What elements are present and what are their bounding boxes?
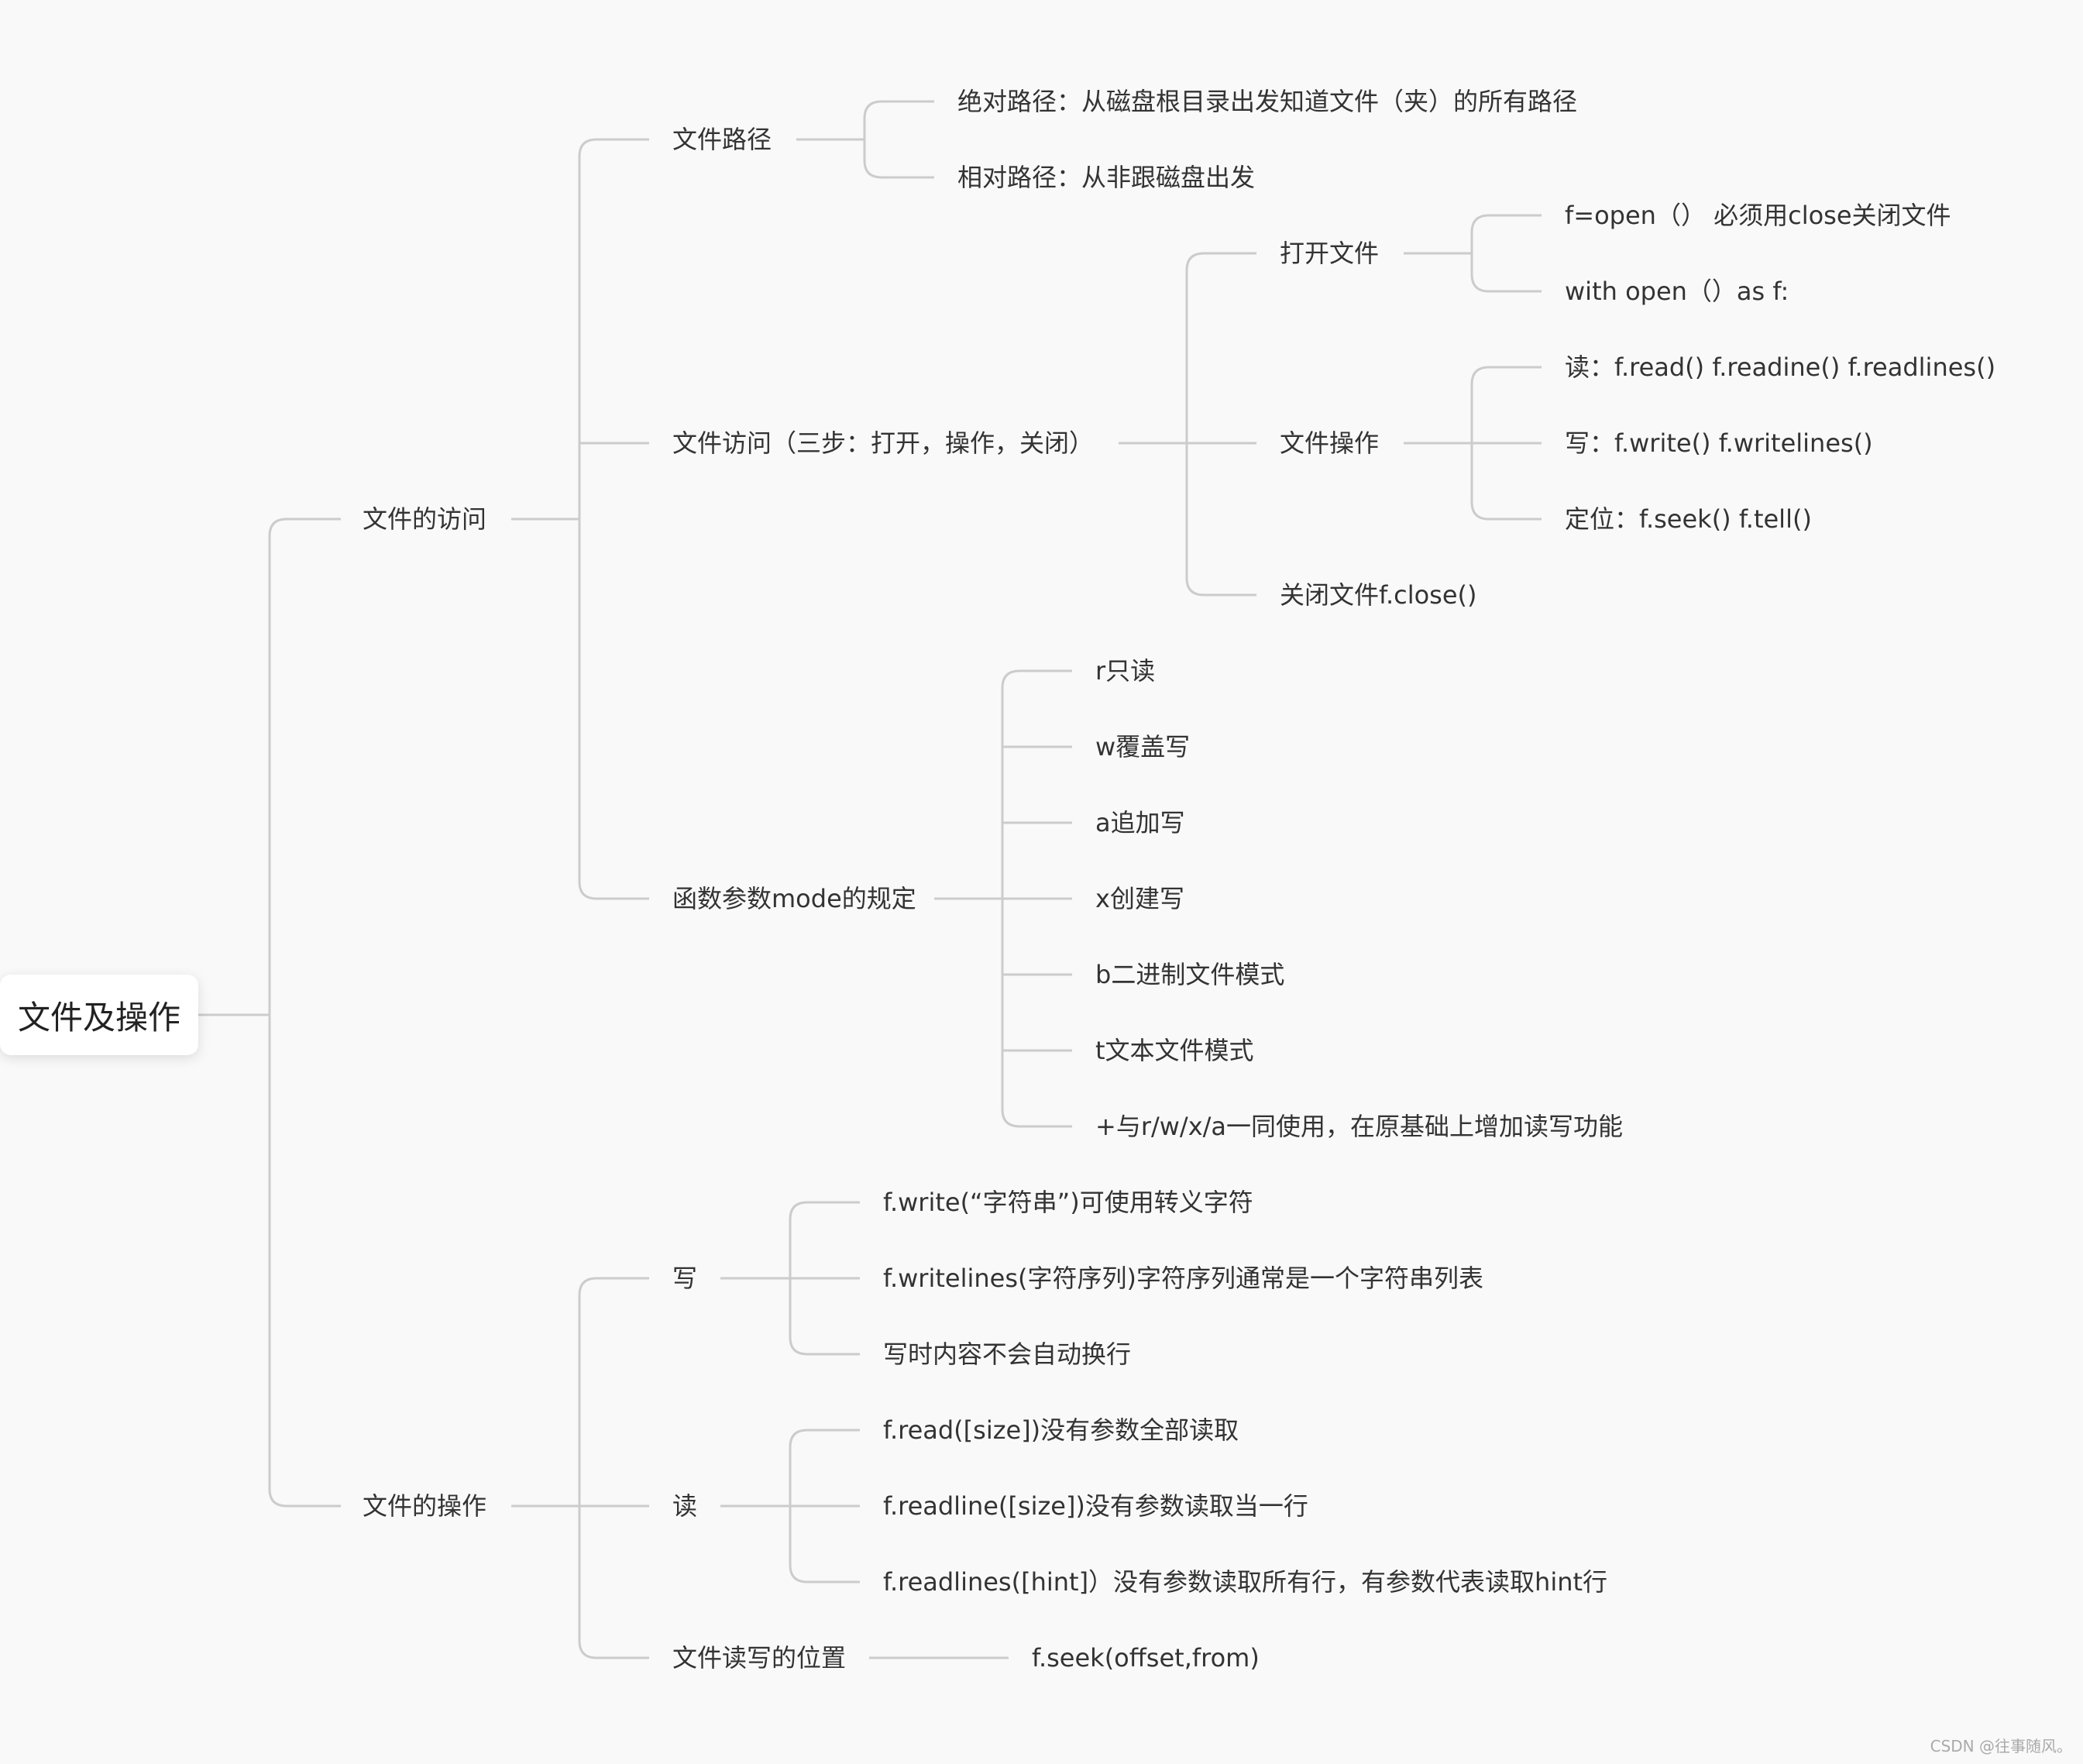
node-mode[interactable]: 函数参数mode的规定 <box>672 884 916 913</box>
edge-open <box>1404 214 1542 293</box>
node-file-access[interactable]: 文件的访问 <box>363 504 487 534</box>
node-mode-plus[interactable]: +与r/w/x/a一同使用，在原基础上增加读写功能 <box>1095 1112 1624 1141</box>
node-mode-a[interactable]: a追加写 <box>1095 808 1185 837</box>
edge-read <box>720 1429 860 1583</box>
node-read-item-3[interactable]: f.readlines([hint]）没有参数读取所有行，有参数代表读取hint… <box>883 1567 1608 1597</box>
node-open-file[interactable]: 打开文件 <box>1280 239 1380 268</box>
node-op-read[interactable]: 读：f.read() f.readine() f.readlines() <box>1565 352 1996 382</box>
node-write-item-1[interactable]: f.write(“字符串”)可使用转义字符 <box>883 1188 1253 1217</box>
node-op-write[interactable]: 写：f.write() f.writelines() <box>1565 428 1873 458</box>
node-absolute-path[interactable]: 绝对路径：从磁盘根目录出发知道文件（夹）的所有路径 <box>957 87 1578 116</box>
edge-mode <box>934 669 1072 1128</box>
edge-ops <box>1404 366 1542 521</box>
node-file-path[interactable]: 文件路径 <box>672 125 772 154</box>
watermark: CSDN @往事随风。 <box>1930 1737 2072 1755</box>
node-write-item-3[interactable]: 写时内容不会自动换行 <box>883 1339 1132 1369</box>
node-position-item-1[interactable]: f.seek(offset,from) <box>1032 1643 1260 1673</box>
edge-root <box>198 518 341 1508</box>
edge-path <box>796 100 934 179</box>
node-op-seek[interactable]: 定位：f.seek() f.tell() <box>1565 504 1812 534</box>
node-file-operate[interactable]: 文件的操作 <box>363 1491 487 1521</box>
node-file-visit[interactable]: 文件访问（三步：打开，操作，关闭） <box>672 428 1095 458</box>
node-mode-w[interactable]: w覆盖写 <box>1095 732 1191 762</box>
node-write-item-2[interactable]: f.writelines(字符序列)字符序列通常是一个字符串列表 <box>883 1264 1483 1293</box>
node-mode-x[interactable]: x创建写 <box>1095 884 1184 913</box>
edge-operate <box>511 1277 649 1659</box>
node-read-item-2[interactable]: f.readline([size])没有参数读取当一行 <box>883 1491 1308 1521</box>
edge-access <box>511 138 649 900</box>
node-read-item-1[interactable]: f.read([size])没有参数全部读取 <box>883 1415 1239 1445</box>
node-mode-t[interactable]: t文本文件模式 <box>1095 1036 1254 1065</box>
node-read[interactable]: 读 <box>672 1491 698 1521</box>
node-position[interactable]: 文件读写的位置 <box>672 1643 847 1673</box>
node-file-operation[interactable]: 文件操作 <box>1280 428 1380 458</box>
node-mode-b[interactable]: b二进制文件模式 <box>1095 960 1285 989</box>
node-write[interactable]: 写 <box>672 1264 698 1293</box>
node-mode-r[interactable]: r只读 <box>1095 656 1156 686</box>
node-open-item-2[interactable]: with open（）as f: <box>1565 277 1789 306</box>
root-node[interactable]: 文件及操作 <box>0 975 198 1055</box>
node-relative-path[interactable]: 相对路径：从非跟磁盘出发 <box>957 163 1256 192</box>
edge-visit <box>1119 252 1256 597</box>
node-open-item-1[interactable]: f=open（） 必须用close关闭文件 <box>1565 201 1951 230</box>
node-close-file[interactable]: 关闭文件f.close() <box>1280 580 1477 610</box>
edge-write <box>720 1201 860 1356</box>
